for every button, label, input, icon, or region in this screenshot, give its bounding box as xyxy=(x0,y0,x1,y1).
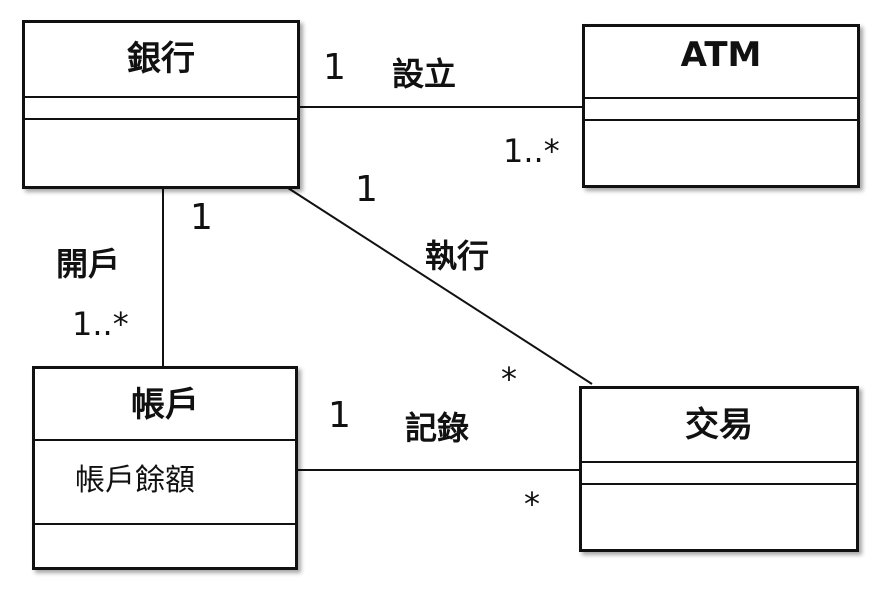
operation-section xyxy=(585,119,857,185)
class-name-bank: 銀行 xyxy=(127,39,195,79)
class-name-atm: ATM xyxy=(680,35,762,75)
operation-section xyxy=(25,118,297,186)
open-bank-multiplicity: 1 xyxy=(190,197,213,238)
setup-label: 設立 xyxy=(392,55,457,93)
execute-bank-multiplicity: 1 xyxy=(355,169,378,210)
record-label: 記錄 xyxy=(405,409,470,447)
open-account-multiplicity: 1..* xyxy=(72,305,129,343)
record-transaction-multiplicity: * xyxy=(524,485,540,523)
operation-section xyxy=(35,523,295,567)
class-account: 帳戶 帳戶餘額 xyxy=(32,366,298,570)
execute-label: 執行 xyxy=(425,237,490,275)
class-atm: ATM xyxy=(582,24,860,188)
execute-transaction-multiplicity: * xyxy=(501,360,517,398)
class-name-transaction: 交易 xyxy=(685,405,753,445)
attribute-section xyxy=(25,96,297,118)
attribute-account-balance: 帳戶餘額 xyxy=(35,439,295,523)
class-bank: 銀行 xyxy=(22,20,300,189)
operation-section xyxy=(582,483,856,549)
class-name-account: 帳戶 xyxy=(131,385,199,425)
record-account-multiplicity: 1 xyxy=(328,395,351,436)
open-label: 開戶 xyxy=(56,245,121,283)
attribute-section xyxy=(582,461,856,483)
class-transaction: 交易 xyxy=(579,386,859,552)
setup-atm-multiplicity: 1..* xyxy=(503,132,560,170)
attribute-section xyxy=(585,97,857,119)
setup-bank-multiplicity: 1 xyxy=(323,47,346,88)
execute-line xyxy=(287,187,593,385)
